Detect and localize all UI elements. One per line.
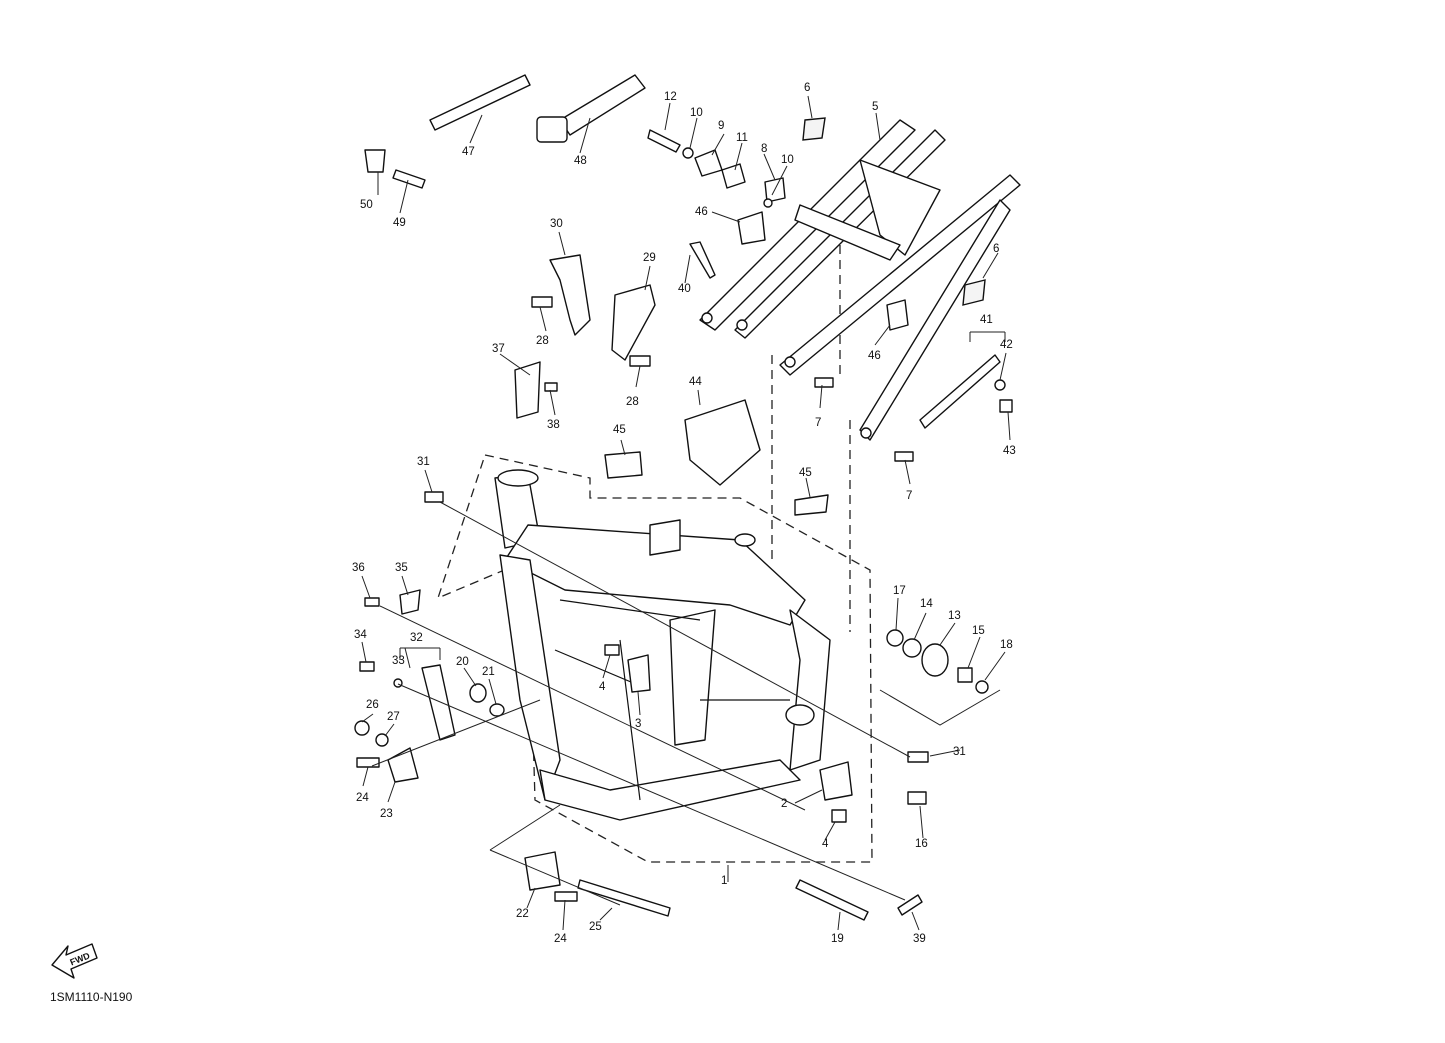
callout-31b: 31 xyxy=(953,746,966,758)
callout-6a: 6 xyxy=(804,82,810,94)
callout-23: 23 xyxy=(380,808,393,820)
callout-18: 18 xyxy=(1000,639,1013,651)
callout-34: 34 xyxy=(354,629,367,641)
callout-6b: 6 xyxy=(993,243,999,255)
callout-4b: 4 xyxy=(822,838,829,850)
callout-40: 40 xyxy=(678,283,691,295)
callout-5: 5 xyxy=(872,101,878,113)
callout-13: 13 xyxy=(948,610,961,622)
callout-15: 15 xyxy=(972,625,985,637)
callout-22: 22 xyxy=(516,908,529,920)
callout-8: 8 xyxy=(761,143,767,155)
callout-31a: 31 xyxy=(417,456,430,468)
callout-47: 47 xyxy=(462,146,475,158)
callout-2: 2 xyxy=(781,798,787,810)
callout-14: 14 xyxy=(920,598,933,610)
frame-group-boundary xyxy=(436,454,873,863)
callout-9: 9 xyxy=(718,120,724,132)
callout-25: 25 xyxy=(589,921,602,933)
callout-labels: 47 48 50 49 12 10 9 11 8 10 6 5 6 46 40 … xyxy=(352,82,1016,945)
callout-42: 42 xyxy=(1000,339,1013,351)
callout-43: 43 xyxy=(1003,445,1016,457)
fwd-arrow-icon: FWD xyxy=(51,943,98,979)
callout-48: 48 xyxy=(574,155,587,167)
callout-7b: 7 xyxy=(906,490,912,502)
callout-50: 50 xyxy=(360,199,373,211)
callout-26: 26 xyxy=(366,699,379,711)
callout-7a: 7 xyxy=(815,417,821,429)
callout-11: 11 xyxy=(736,132,748,144)
callout-12: 12 xyxy=(664,91,677,103)
leader-lines xyxy=(361,95,1011,931)
subframe-group-boundary xyxy=(771,245,851,632)
callout-29: 29 xyxy=(643,252,656,264)
callout-4a: 4 xyxy=(599,681,606,693)
diagram-code: 1SM1110-N190 xyxy=(50,990,133,1004)
callout-36: 36 xyxy=(352,562,365,574)
callout-46b: 46 xyxy=(868,350,881,362)
callout-44: 44 xyxy=(689,376,702,388)
callout-1: 1 xyxy=(721,875,727,887)
callout-39: 39 xyxy=(913,933,926,945)
callout-45a: 45 xyxy=(613,424,626,436)
callout-10b: 10 xyxy=(781,154,794,166)
callout-16: 16 xyxy=(915,838,928,850)
callout-46a: 46 xyxy=(695,206,708,218)
callout-17: 17 xyxy=(893,585,906,597)
callout-30: 30 xyxy=(550,218,563,230)
rear-subframe-part xyxy=(699,119,1021,441)
callout-19: 19 xyxy=(831,933,844,945)
callout-24a: 24 xyxy=(356,792,369,804)
callout-49: 49 xyxy=(393,217,406,229)
callout-21: 21 xyxy=(482,666,495,678)
callout-32: 32 xyxy=(410,632,423,644)
main-frame-part xyxy=(494,469,831,821)
callout-28a: 28 xyxy=(536,335,549,347)
callout-10a: 10 xyxy=(690,107,703,119)
callout-33: 33 xyxy=(392,655,405,667)
callout-20: 20 xyxy=(456,656,469,668)
callout-41: 41 xyxy=(980,314,993,326)
callout-38: 38 xyxy=(547,419,560,431)
callout-35: 35 xyxy=(395,562,408,574)
callout-28b: 28 xyxy=(626,396,639,408)
callout-24b: 24 xyxy=(554,933,567,945)
callout-45b: 45 xyxy=(799,467,812,479)
callout-3: 3 xyxy=(635,718,641,730)
callout-27: 27 xyxy=(387,711,400,723)
callout-37: 37 xyxy=(492,343,505,355)
